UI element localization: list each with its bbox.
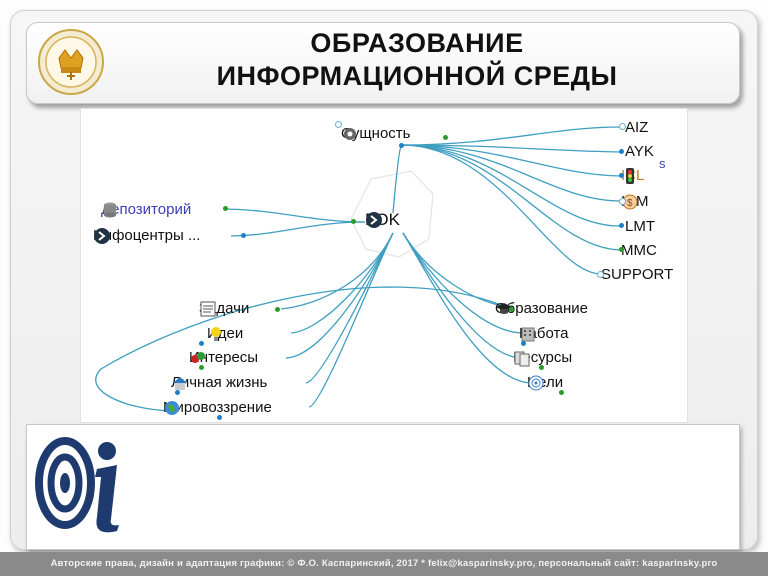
node-work[interactable]: Работа [519, 325, 569, 343]
node-aiz[interactable]: AIZ [625, 119, 648, 137]
documents-icon [514, 351, 530, 367]
slide-title: ОБРАЗОВАНИЕ ИНФОРМАЦИОННОЙ СРЕДЫ [177, 27, 657, 93]
node-essence[interactable]: Сущность [341, 125, 411, 143]
node-center[interactable]: FOK [365, 211, 400, 229]
node-icm[interactable]: $ICM [621, 193, 649, 211]
node-education[interactable]: Образование [495, 300, 588, 318]
node-label: SUPPORT [601, 266, 674, 283]
connector-dot [619, 149, 624, 154]
node-label: AIZ [625, 119, 649, 136]
connector-dot [539, 365, 544, 370]
info-logo-icon [35, 437, 119, 533]
node-label: Образование [495, 300, 588, 317]
graduation-cap-icon [496, 303, 512, 314]
node-label: Сущность [341, 125, 411, 142]
emblem-logo-icon [38, 29, 104, 95]
connector-dot [619, 198, 626, 205]
node-label: LMT [625, 218, 655, 235]
connector-dot [175, 390, 180, 395]
node-personal-life[interactable]: Личная жизнь [171, 374, 267, 392]
node-resources[interactable]: Ресурсы [513, 349, 572, 367]
node-interests[interactable]: Интересы [189, 349, 258, 367]
gear-icon [344, 128, 356, 140]
home-icon [173, 377, 187, 390]
checklist-icon [200, 301, 216, 317]
node-label: MMC [621, 242, 657, 259]
lightbulb-icon [211, 327, 221, 341]
connector-dot [199, 341, 204, 346]
mindmap-canvas: Сущность AIZ AYK s ICL $ICM LMT MMC SUPP… [80, 108, 688, 423]
connector-dot [597, 271, 604, 278]
connector-dot [223, 206, 228, 211]
node-lmt[interactable]: LMT [625, 218, 655, 236]
node-label: Интересы [189, 349, 259, 366]
balls-icon [191, 352, 205, 363]
chevron-right-icon [366, 212, 382, 228]
database-icon [104, 202, 116, 218]
connector-dot [199, 365, 204, 370]
connector-dot [275, 307, 280, 312]
target-icon [528, 375, 544, 391]
svg-text:$: $ [627, 198, 633, 209]
node-ayk[interactable]: AYK [625, 143, 654, 161]
info-panel [26, 424, 740, 550]
node-mmc[interactable]: MMC [621, 242, 657, 260]
title-panel: ОБРАЗОВАНИЕ ИНФОРМАЦИОННОЙ СРЕДЫ [26, 22, 740, 104]
node-s: s [659, 155, 666, 173]
connector-dot [399, 143, 404, 148]
globe-icon [165, 401, 179, 415]
title-line-1: ОБРАЗОВАНИЕ [310, 28, 524, 58]
connector-dot [521, 341, 526, 346]
building-icon [521, 327, 535, 342]
footer-copyright: Авторские права, дизайн и адаптация граф… [0, 552, 768, 576]
connector-dot [619, 173, 624, 178]
node-support[interactable]: SUPPORT [601, 266, 673, 284]
node-depository[interactable]: Депозиторий [101, 201, 191, 219]
node-ideas[interactable]: Идеи [207, 325, 243, 343]
node-label: Мировоззрение [163, 399, 272, 416]
node-label: AYK [625, 143, 654, 160]
node-label: Инфоцентры ... [93, 227, 201, 244]
title-line-2: ИНФОРМАЦИОННОЙ СРЕДЫ [216, 61, 618, 91]
node-label: Личная жизнь [171, 374, 268, 391]
connector-dot [509, 307, 514, 312]
node-tasks[interactable]: Задачи [199, 300, 249, 318]
chevron-right-icon [94, 228, 110, 244]
connector-dot [335, 121, 342, 128]
connector-dot [559, 390, 564, 395]
node-infocenters[interactable]: Инфоцентры ... [93, 227, 200, 245]
mindmap-links [95, 126, 622, 412]
connector-dot [217, 415, 222, 420]
node-label: Депозиторий [101, 201, 192, 218]
node-goals[interactable]: Цели [527, 374, 563, 392]
connector-dot [241, 233, 246, 238]
node-worldview[interactable]: Мировоззрение [163, 399, 272, 417]
connector-dot [443, 135, 448, 140]
connector-dot [351, 219, 356, 224]
connector-dot [619, 247, 624, 252]
node-icl[interactable]: ICL [621, 167, 644, 185]
node-label: s [659, 156, 666, 171]
traffic-light-icon [626, 168, 634, 184]
connector-dot [619, 123, 626, 130]
connector-dot [619, 223, 624, 228]
